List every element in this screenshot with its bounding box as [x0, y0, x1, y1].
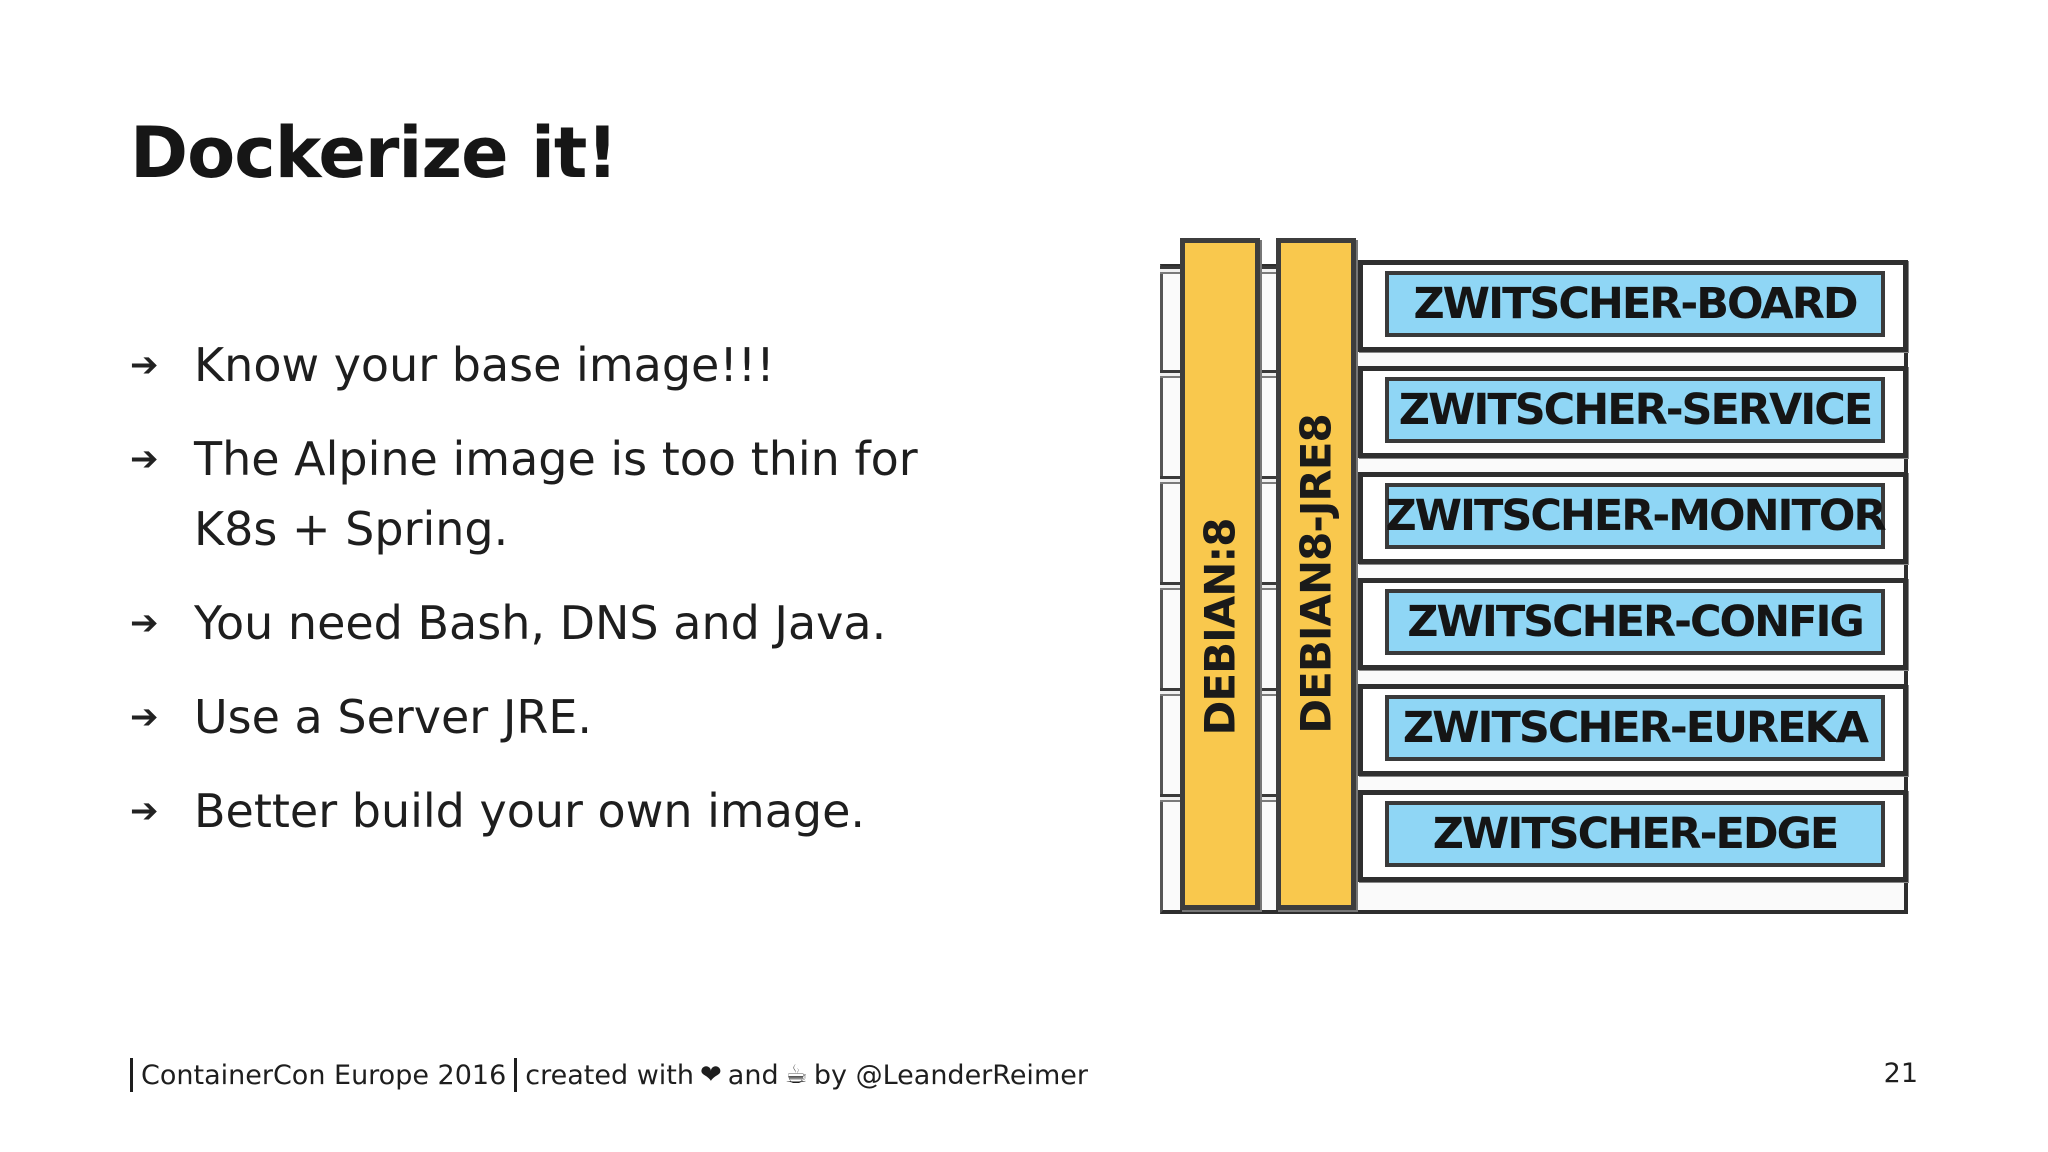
- service-layer: ZWITSCHER-EDGE: [1358, 790, 1908, 882]
- arrow-right-icon: ➔: [130, 439, 159, 479]
- heart-icon: ❤: [699, 1060, 722, 1090]
- service-layer: ZWITSCHER-EUREKA: [1358, 684, 1908, 776]
- footer-event: ContainerCon Europe 2016: [141, 1059, 507, 1091]
- arrow-right-icon: ➔: [130, 345, 159, 385]
- service-layer: ZWITSCHER-MONITOR: [1358, 472, 1908, 564]
- base-layer-debian: DEBIAN:8: [1180, 238, 1260, 910]
- bullet-item: ➔ Know your base image!!!: [130, 330, 1010, 400]
- bullet-text: You need Bash, DNS and Java.: [194, 596, 887, 650]
- footer-and: and: [727, 1059, 779, 1091]
- bullet-text: Use a Server JRE.: [194, 690, 593, 744]
- bullet-item: ➔ Better build your own image.: [130, 776, 1010, 846]
- service-label: ZWITSCHER-MONITOR: [1385, 491, 1886, 541]
- base-layer-label: DEBIAN:8: [1195, 518, 1245, 736]
- bullet-text: Better build your own image.: [194, 784, 865, 838]
- base-layer-label: DEBIAN8-JRE8: [1291, 414, 1341, 734]
- bullet-item: ➔ Use a Server JRE.: [130, 682, 1010, 752]
- footer: ContainerCon Europe 2016 created with ❤ …: [130, 1058, 1088, 1092]
- footer-separator: [130, 1058, 133, 1092]
- service-box: ZWITSCHER-MONITOR: [1385, 483, 1887, 549]
- slide-title: Dockerize it!: [130, 112, 618, 194]
- service-box: ZWITSCHER-EUREKA: [1385, 695, 1885, 761]
- service-label: ZWITSCHER-BOARD: [1413, 279, 1858, 329]
- arrow-right-icon: ➔: [130, 697, 159, 737]
- arrow-right-icon: ➔: [130, 603, 159, 643]
- coffee-icon: ☕: [784, 1060, 808, 1090]
- service-box: ZWITSCHER-SERVICE: [1385, 377, 1885, 443]
- service-layer: ZWITSCHER-BOARD: [1358, 260, 1908, 352]
- footer-created-with: created with: [525, 1059, 694, 1091]
- bullet-text: Know your base image!!!: [194, 338, 775, 392]
- service-box: ZWITSCHER-BOARD: [1385, 271, 1885, 337]
- service-layer: ZWITSCHER-SERVICE: [1358, 366, 1908, 458]
- bullet-list: ➔ Know your base image!!! ➔ The Alpine i…: [130, 330, 1010, 870]
- service-label: ZWITSCHER-EUREKA: [1402, 703, 1869, 753]
- container-layer-diagram: DEBIAN:8 DEBIAN8-JRE8 ZWITSCHER-BOARD ZW…: [1160, 230, 1912, 920]
- page-number: 21: [1883, 1058, 1918, 1089]
- bullet-item: ➔ You need Bash, DNS and Java.: [130, 588, 1010, 658]
- base-layer-jre: DEBIAN8-JRE8: [1276, 238, 1356, 910]
- service-label: ZWITSCHER-CONFIG: [1407, 597, 1865, 647]
- arrow-right-icon: ➔: [130, 791, 159, 831]
- service-layer: ZWITSCHER-CONFIG: [1358, 578, 1908, 670]
- service-label: ZWITSCHER-EDGE: [1432, 809, 1840, 859]
- footer-author: by @LeanderReimer: [813, 1059, 1088, 1091]
- bullet-text: The Alpine image is too thin for K8s + S…: [194, 432, 918, 556]
- service-box: ZWITSCHER-EDGE: [1385, 801, 1885, 867]
- service-label: ZWITSCHER-SERVICE: [1398, 385, 1873, 435]
- bullet-item: ➔ The Alpine image is too thin for K8s +…: [130, 424, 1010, 564]
- footer-separator: [514, 1058, 518, 1092]
- service-box: ZWITSCHER-CONFIG: [1385, 589, 1885, 655]
